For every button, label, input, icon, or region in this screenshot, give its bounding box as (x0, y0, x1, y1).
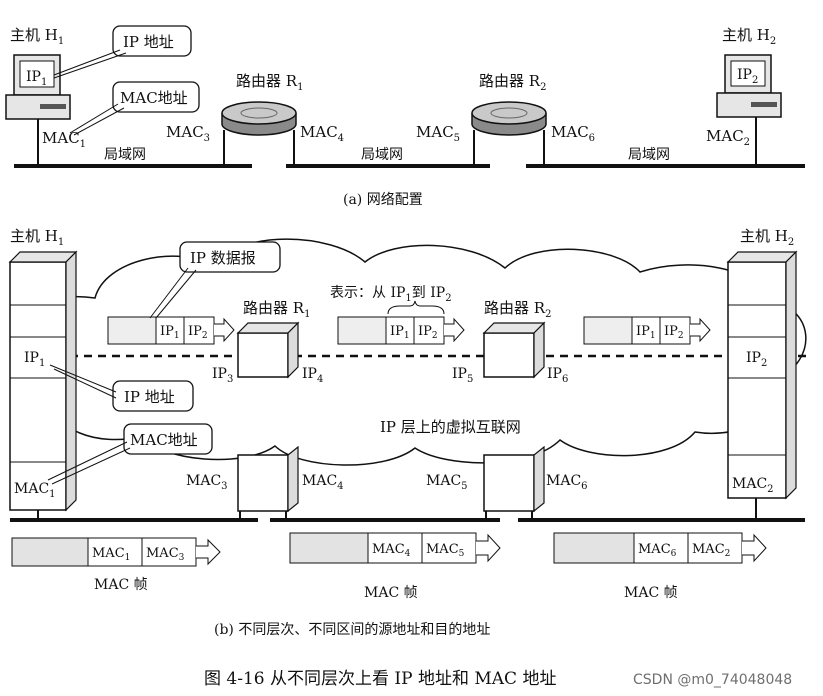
host2-b-ip: IP2 (746, 350, 767, 369)
datagram1-src: IP1 (160, 324, 180, 341)
router1-ip4: IP4 (302, 366, 323, 385)
host1-protocol-stack (8, 250, 78, 512)
frame2-src: MAC4 (372, 542, 411, 559)
host1-ip: IP1 (26, 69, 47, 88)
callout-b-mac-address (123, 423, 213, 455)
host1-label: 主机 H1 (10, 26, 64, 47)
host2-b-mac: MAC2 (732, 476, 774, 495)
mac2-label: MAC2 (706, 127, 750, 148)
frame3-dst: MAC2 (692, 542, 730, 559)
figure-caption: 图 4-16 从不同层次上看 IP 地址和 MAC 地址 (204, 669, 556, 689)
watermark: CSDN @m0_74048048 (633, 672, 792, 688)
part-a-network-configuration: 主机 H1 IP1 IP 地址 MAC地址 MAC1 局域网 局域网 局域网 路… (5, 25, 805, 208)
frame2-dst: MAC5 (426, 542, 465, 559)
frame1-src: MAC1 (92, 546, 130, 563)
router1-icon (221, 101, 297, 136)
callout-mac-address (112, 81, 200, 113)
callout-b-ip-address (112, 380, 194, 412)
b-mac5: MAC5 (426, 473, 468, 492)
host2-label: 主机 H2 (722, 26, 776, 47)
b-mac4: MAC4 (302, 473, 344, 492)
router1-b-label: 路由器 R1 (243, 299, 310, 320)
router2-ip6: IP6 (547, 366, 568, 385)
callout-ip-datagram (179, 241, 281, 273)
callout-ip-address (112, 25, 192, 57)
callout-mac-label: MAC地址 (120, 89, 188, 107)
host2-computer-icon (716, 54, 782, 118)
host1-b-mac: MAC1 (14, 481, 56, 500)
router2-link-box (483, 445, 545, 513)
datagram1-dst: IP2 (188, 324, 208, 341)
part-b-layered-addresses: IP 层上的虚拟互联网 主机 H1 IP1 MAC1 主机 H2 I (8, 227, 808, 638)
lan-label-3: 局域网 (628, 147, 670, 163)
frame1-dst: MAC3 (146, 546, 185, 563)
frame3-label: MAC 帧 (624, 585, 678, 601)
router2-icon (471, 101, 547, 136)
frame3-src: MAC6 (638, 542, 677, 559)
note-brace (387, 300, 445, 315)
callout-b-mac-label: MAC地址 (130, 431, 198, 449)
callout-datagram-label: IP 数据报 (190, 249, 256, 267)
datagram3-dst: IP2 (664, 324, 684, 341)
mac5-label: MAC5 (416, 123, 460, 144)
mac1-label: MAC1 (42, 129, 86, 150)
ip-datagram-3 (583, 316, 711, 345)
mac-frame-2 (289, 532, 501, 564)
mac-frame-3 (553, 532, 767, 564)
router1-ip-cube (236, 321, 300, 379)
datagram3-src: IP1 (636, 324, 656, 341)
host1-b-label: 主机 H1 (10, 227, 64, 248)
caption-a: (a) 网络配置 (343, 192, 423, 208)
callout-b-ip-label: IP 地址 (124, 388, 175, 406)
b-mac6: MAC6 (546, 473, 588, 492)
datagram2-src: IP1 (390, 324, 410, 341)
frame1-label: MAC 帧 (94, 577, 148, 593)
caption-b: (b) 不同层次、不同区间的源地址和目的地址 (214, 622, 490, 638)
datagram-note: 表示：从 IP1到 IP2 (330, 285, 452, 304)
host1-computer-icon (5, 54, 71, 120)
host2-ip: IP2 (737, 67, 758, 86)
router1-label: 路由器 R1 (236, 72, 303, 93)
datagram2-dst: IP2 (418, 324, 438, 341)
host1-b-ip: IP1 (24, 350, 45, 369)
mac-frame-1 (11, 537, 221, 567)
router1-link-box (237, 445, 299, 513)
callout-ip-label: IP 地址 (123, 33, 174, 51)
lan-label-2: 局域网 (361, 147, 403, 163)
lan-label-1: 局域网 (104, 147, 146, 163)
router2-label: 路由器 R2 (479, 72, 546, 93)
mac3-label: MAC3 (166, 123, 210, 144)
ip-datagram-2 (337, 316, 465, 345)
router2-ip-cube (482, 321, 546, 379)
frame2-label: MAC 帧 (364, 585, 418, 601)
mac4-label: MAC4 (300, 123, 344, 144)
host2-b-label: 主机 H2 (740, 227, 794, 248)
b-mac3: MAC3 (186, 473, 228, 492)
host2-protocol-stack (726, 250, 798, 500)
ip-datagram-1 (107, 316, 235, 345)
router2-ip5: IP5 (452, 366, 473, 385)
cloud-label: IP 层上的虚拟互联网 (380, 418, 521, 436)
router2-b-label: 路由器 R2 (484, 299, 551, 320)
mac6-label: MAC6 (551, 123, 595, 144)
router1-ip3: IP3 (212, 366, 233, 385)
